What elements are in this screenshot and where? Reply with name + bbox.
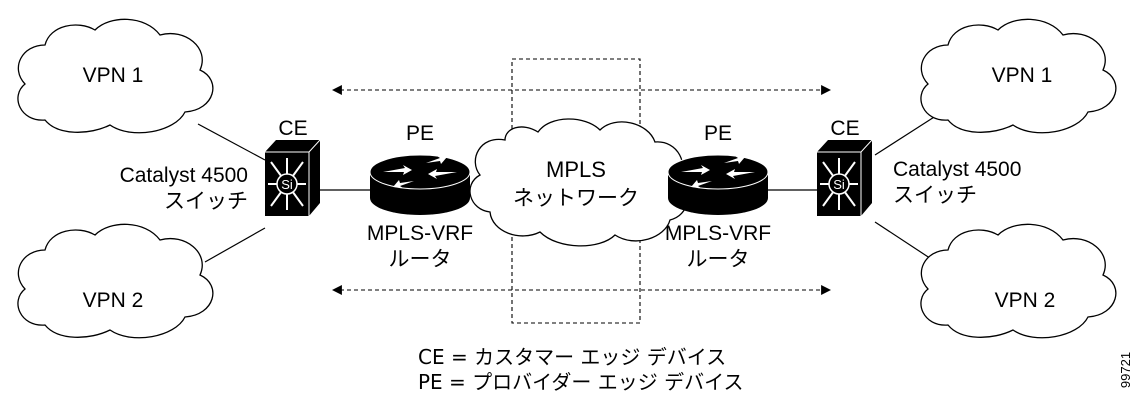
legend-ce: CE = カスタマー エッジ デバイス bbox=[418, 345, 726, 369]
vpn1-right-cloud-icon bbox=[920, 18, 1117, 134]
pe-left-role-label: PE bbox=[406, 122, 434, 145]
pe-right-role-label: PE bbox=[704, 122, 732, 145]
switch-right-badge: Si bbox=[833, 177, 845, 192]
ce-right-role-label: CE bbox=[830, 117, 859, 140]
figure-id: 99721 bbox=[1118, 352, 1133, 388]
ce-right-name-label: Catalyst 4500 bbox=[893, 158, 1021, 181]
link-vpn1-left-to-switch bbox=[197, 123, 266, 161]
ce-left-type-label: スイッチ bbox=[164, 189, 248, 213]
vpn1-left-label: VPN 1 bbox=[83, 64, 144, 87]
mpls-network-cloud-icon bbox=[469, 118, 688, 247]
pe-router-right bbox=[667, 154, 769, 215]
pe-left-type-label: ルータ bbox=[389, 247, 452, 271]
ce-switch-left: Si bbox=[265, 139, 321, 216]
link-vpn2-left-to-switch bbox=[204, 227, 266, 263]
pe-router-left bbox=[369, 154, 471, 215]
ce-right-type-label: スイッチ bbox=[893, 183, 977, 207]
ce-left-name-label: Catalyst 4500 bbox=[120, 164, 248, 187]
switch-left-badge: Si bbox=[281, 177, 293, 192]
vpn2-right-label: VPN 2 bbox=[995, 289, 1056, 312]
legend-pe: PE = プロバイダー エッジ デバイス bbox=[418, 370, 744, 394]
ce-switch-right: Si bbox=[817, 139, 873, 216]
vpn1-left-cloud-icon bbox=[17, 18, 214, 134]
vpn2-right-cloud-icon bbox=[920, 223, 1117, 339]
vpn2-left-label: VPN 2 bbox=[83, 289, 144, 312]
mpls-cloud-label-line2: ネットワーク bbox=[513, 186, 639, 210]
link-switch-right-to-vpn1 bbox=[874, 111, 943, 156]
ce-left-role-label: CE bbox=[278, 117, 307, 140]
pe-left-name-label: MPLS-VRF bbox=[367, 222, 473, 245]
mpls-cloud-label-line1: MPLS bbox=[546, 157, 606, 182]
pe-right-type-label: ルータ bbox=[687, 247, 750, 271]
vpn2-left-cloud-icon bbox=[17, 223, 214, 339]
vpn1-right-label: VPN 1 bbox=[992, 64, 1053, 87]
pe-right-name-label: MPLS-VRF bbox=[665, 222, 771, 245]
